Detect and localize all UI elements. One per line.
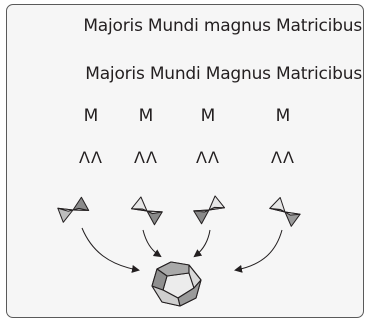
bowtie-monomer-2 [131,196,163,226]
bowtie-monomer-1 [57,196,90,223]
bowtie-monomer-4 [269,197,301,227]
m-symbol-row: M M M M [0,106,370,128]
lambda-symbol: ΛΛ [79,148,103,167]
lambda-symbol-row: ΛΛ ΛΛ ΛΛ ΛΛ [0,148,370,170]
lambda-symbol: ΛΛ [271,148,295,167]
assembly-arrow-1 [81,227,140,273]
lambda-symbol: ΛΛ [196,148,220,167]
assembly-arrow-4 [234,229,283,273]
assembly-arrow-3 [193,229,211,258]
assembled-cage [151,261,202,307]
m-symbol: M [200,106,216,126]
m-symbol: M [138,106,154,126]
m-symbol: M [275,106,291,126]
m-symbol: M [83,106,99,126]
phrase-line-1: Majoris Mundi magnus Matricibus [83,16,362,36]
lambda-symbol: ΛΛ [134,148,158,167]
bowtie-monomer-3 [193,195,225,225]
assembly-arrow-2 [142,229,162,258]
phrase-line-2: Majoris Mundi Magnus Matricibus [85,64,362,84]
